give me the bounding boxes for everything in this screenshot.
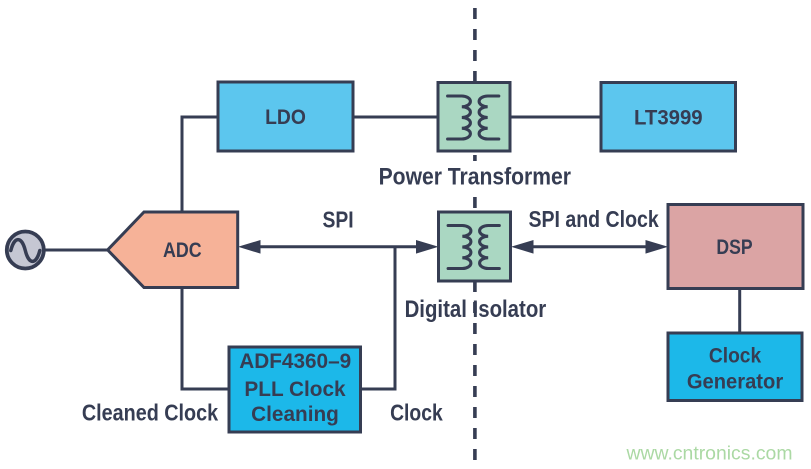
svg-text:Digital Isolator: Digital Isolator <box>405 295 547 322</box>
svg-text:LDO: LDO <box>265 106 306 129</box>
svg-text:Power Transformer: Power Transformer <box>379 163 572 190</box>
svg-text:SPI: SPI <box>322 208 353 233</box>
svg-text:ADC: ADC <box>163 239 202 263</box>
svg-text:Clock: Clock <box>709 345 762 368</box>
svg-text:Cleaned Clock: Cleaned Clock <box>82 400 218 426</box>
svg-text:PLL Clock: PLL Clock <box>244 378 346 401</box>
svg-text:SPI and Clock: SPI and Clock <box>528 207 658 233</box>
svg-text:Cleaning: Cleaning <box>251 403 339 426</box>
svg-text:Clock: Clock <box>390 401 443 426</box>
svg-text:Generator: Generator <box>687 370 783 393</box>
svg-text:DSP: DSP <box>716 236 752 260</box>
svg-text:ADF4360–9: ADF4360–9 <box>239 350 351 373</box>
svg-text:www.cntronics.com: www.cntronics.com <box>626 443 793 465</box>
svg-text:LT3999: LT3999 <box>634 106 703 129</box>
